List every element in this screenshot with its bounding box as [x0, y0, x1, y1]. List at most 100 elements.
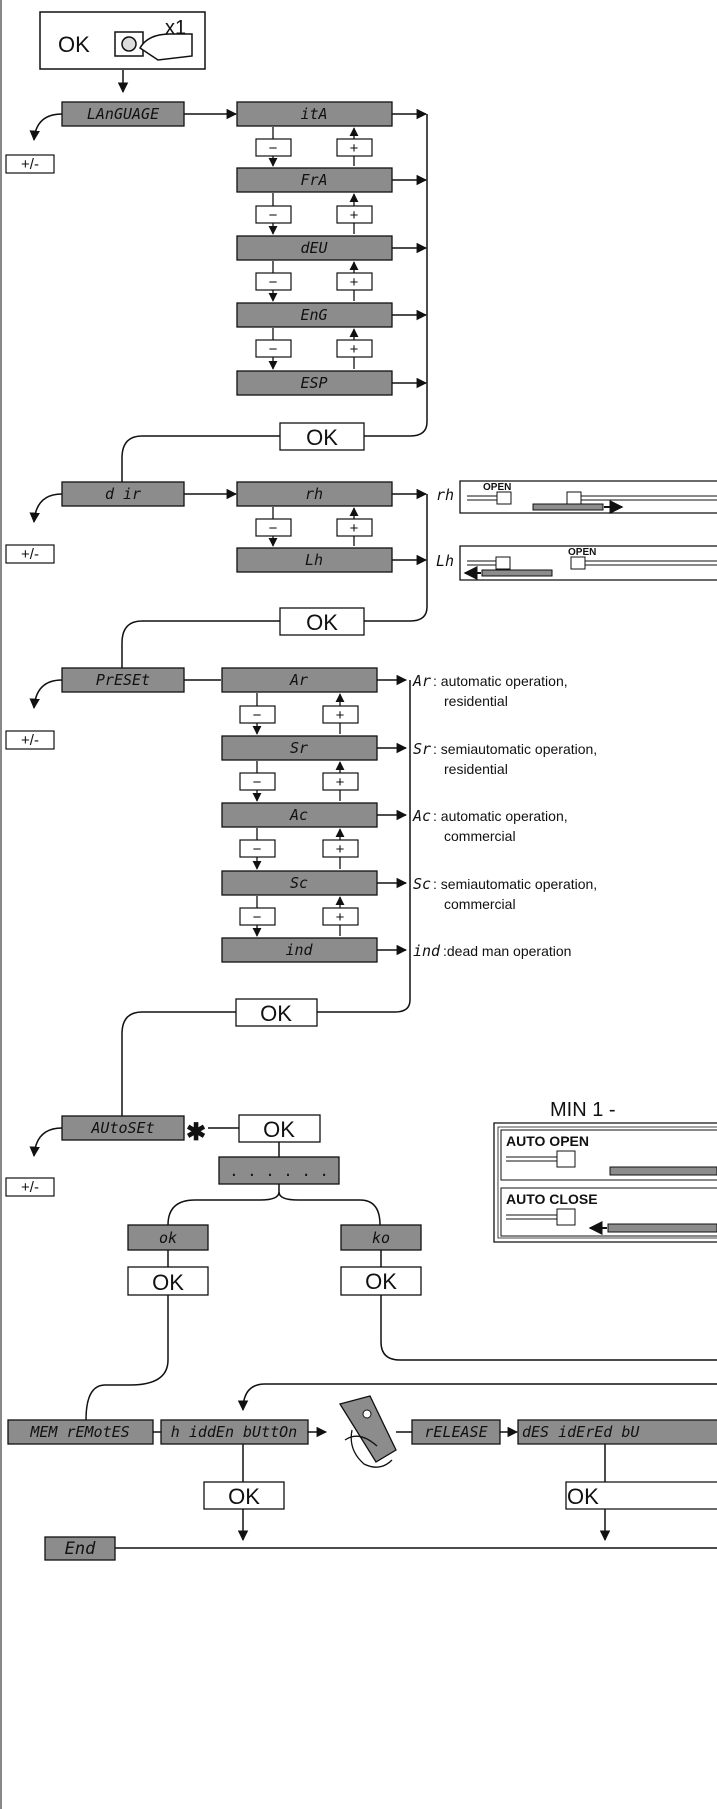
svg-text:: automatic operation,: : automatic operation,	[433, 673, 568, 689]
minus-plus-row: − +	[239, 828, 359, 870]
desired-ok-button[interactable]	[565, 1481, 717, 1510]
plusminus-button[interactable]	[5, 730, 55, 750]
svg-text:Ar: Ar	[412, 672, 431, 690]
minus-plus-row: − +	[255, 127, 373, 167]
option-esp[interactable]	[236, 370, 393, 396]
svg-text:+: +	[336, 909, 345, 926]
menu-autoset[interactable]	[61, 1115, 185, 1141]
svg-text:dES idErEd bU: dES idErEd bU	[522, 1423, 640, 1441]
svg-text:Lh: Lh	[305, 551, 323, 569]
dir-tag-rh: rh	[436, 486, 454, 504]
result-ok-display	[127, 1224, 209, 1251]
minus-button[interactable]	[239, 772, 276, 791]
option-sc[interactable]	[221, 870, 378, 896]
preset-description: Ac : automatic operation, commercial	[412, 807, 568, 844]
minus-button[interactable]	[255, 138, 292, 157]
svg-text:+: +	[350, 207, 359, 224]
auto-close-label: AUTO CLOSE	[506, 1191, 598, 1207]
svg-text:OK: OK	[152, 1270, 184, 1295]
plus-button[interactable]	[322, 705, 359, 724]
minus-button[interactable]	[255, 518, 292, 537]
svg-text:+: +	[350, 520, 359, 537]
menu-mem-remotes-label: MEM rEMotES	[29, 1423, 129, 1441]
minus-plus-row: − +	[239, 761, 359, 802]
svg-text:MIN 1 -: MIN 1 -	[550, 1099, 616, 1121]
minus-button[interactable]	[239, 705, 276, 724]
plus-button[interactable]	[336, 339, 373, 358]
plus-button[interactable]	[336, 272, 373, 291]
asterisk-icon: ✱	[186, 1119, 206, 1146]
plusminus-button[interactable]	[5, 154, 55, 174]
minus-button[interactable]	[255, 272, 292, 291]
result-ko-button[interactable]	[340, 1266, 422, 1296]
svg-text:+: +	[336, 707, 345, 724]
menu-mem-remotes[interactable]	[7, 1419, 154, 1445]
minus-plus-row: − +	[239, 693, 359, 735]
svg-text:−: −	[253, 774, 262, 791]
svg-text:OK: OK	[263, 1117, 295, 1142]
option-lh[interactable]	[236, 547, 393, 573]
plus-button[interactable]	[336, 205, 373, 224]
svg-text:residential: residential	[444, 693, 508, 709]
plusminus-button[interactable]	[5, 544, 55, 564]
svg-text:ind: ind	[413, 942, 441, 960]
option-ita[interactable]	[236, 101, 393, 127]
svg-text:ok: ok	[159, 1229, 177, 1247]
svg-text:+: +	[336, 774, 345, 791]
hidden-ok-button[interactable]	[203, 1481, 285, 1510]
option-deu[interactable]	[236, 235, 393, 261]
result-ok-button[interactable]	[127, 1266, 209, 1296]
menu-dir[interactable]	[61, 481, 185, 507]
svg-text:Sc: Sc	[290, 874, 308, 892]
remote-control-icon	[338, 1395, 397, 1468]
direction-section: d ir +/- rh Lh − + rh Lh OPEN	[5, 480, 717, 668]
plus-button[interactable]	[322, 839, 359, 858]
plus-button[interactable]	[336, 138, 373, 157]
svg-text:OPEN: OPEN	[568, 547, 596, 558]
auto-open-label: AUTO OPEN	[506, 1133, 589, 1149]
confirm-ok-button[interactable]	[235, 998, 318, 1027]
svg-text:−: −	[269, 274, 278, 291]
preset-description: Sr : semiautomatic operation, residentia…	[413, 740, 597, 777]
svg-text:OK: OK	[567, 1484, 599, 1509]
release-display	[411, 1419, 501, 1445]
preset-description: Ar : automatic operation, residential	[412, 672, 568, 709]
svg-text:rh: rh	[305, 485, 323, 503]
hidden-button-display	[160, 1419, 309, 1445]
plus-button[interactable]	[322, 772, 359, 791]
svg-text:OK: OK	[228, 1484, 260, 1509]
svg-text:. . . . . .: . . . . . .	[229, 1162, 328, 1180]
autoset-ok-button[interactable]	[238, 1114, 321, 1143]
svg-text:OK: OK	[260, 1001, 292, 1026]
option-eng[interactable]	[236, 302, 393, 328]
svg-text:+: +	[336, 841, 345, 858]
plusminus-button[interactable]	[5, 1177, 55, 1197]
minus-button[interactable]	[255, 205, 292, 224]
preset-description: ind :dead man operation	[413, 942, 571, 960]
minus-button[interactable]	[255, 339, 292, 358]
minus-button[interactable]	[239, 907, 276, 926]
svg-text:+/-: +/-	[21, 156, 39, 173]
svg-text:Sr: Sr	[290, 739, 308, 757]
plus-button[interactable]	[322, 907, 359, 926]
svg-text:+/-: +/-	[21, 1179, 39, 1196]
plus-button[interactable]	[336, 518, 373, 537]
svg-text:itA: itA	[300, 105, 327, 123]
confirm-ok-button[interactable]	[279, 607, 365, 636]
svg-text:+: +	[350, 341, 359, 358]
menu-autoset-label: AUtoSEt	[90, 1119, 154, 1137]
minus-button[interactable]	[239, 839, 276, 858]
option-rh[interactable]	[236, 481, 393, 507]
svg-text:End: End	[65, 1539, 96, 1559]
svg-text:+/-: +/-	[21, 732, 39, 749]
start-box: OK x1	[39, 11, 206, 70]
svg-text:−: −	[253, 841, 262, 858]
minus-plus-row: − +	[255, 328, 373, 370]
confirm-ok-button[interactable]	[279, 422, 365, 451]
option-sr[interactable]	[221, 735, 378, 761]
minus-plus-row: − +	[255, 193, 373, 235]
svg-text:commercial: commercial	[444, 828, 516, 844]
svg-text:ind: ind	[285, 941, 313, 959]
svg-text:−: −	[253, 909, 262, 926]
menu-language[interactable]	[61, 101, 185, 127]
